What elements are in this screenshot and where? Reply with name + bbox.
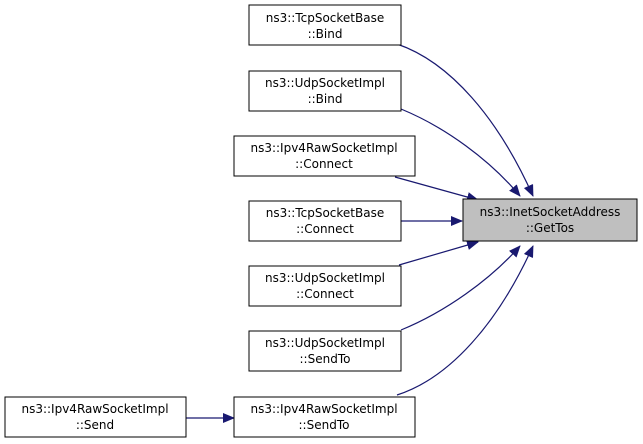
node-tcp-bind-line1: ns3::TcpSocketBase (266, 11, 384, 25)
node-ipv4-send[interactable]: ns3::Ipv4RawSocketImpl ::Send (4, 396, 187, 438)
node-udp-bind-line1: ns3::UdpSocketImpl (265, 76, 385, 90)
node-gettos-line2: ::GetTos (526, 221, 574, 235)
edge-ipv4-sendto-to-gettos (396, 245, 534, 396)
edge-udp-bind-to-gettos (400, 108, 521, 197)
node-udp-bind[interactable]: ns3::UdpSocketImpl ::Bind (248, 70, 402, 112)
node-udp-connect-line1: ns3::UdpSocketImpl (265, 271, 385, 285)
node-ipv4-sendto-line2: ::SendTo (299, 418, 350, 432)
edge-udp-connect-to-gettos (398, 240, 479, 266)
node-ipv4-sendto-line1: ns3::Ipv4RawSocketImpl (250, 402, 397, 416)
node-ipv4-connect-line1: ns3::Ipv4RawSocketImpl (250, 141, 397, 155)
node-ipv4-connect[interactable]: ns3::Ipv4RawSocketImpl ::Connect (233, 135, 416, 177)
node-udp-bind-line2: ::Bind (308, 92, 343, 106)
node-udp-sendto-line2: ::SendTo (300, 352, 351, 366)
node-ipv4-sendto[interactable]: ns3::Ipv4RawSocketImpl ::SendTo (233, 396, 416, 438)
node-tcp-bind[interactable]: ns3::TcpSocketBase ::Bind (248, 4, 402, 46)
node-udp-connect-line2: ::Connect (296, 287, 354, 301)
node-tcp-connect[interactable]: ns3::TcpSocketBase ::Connect (248, 200, 402, 242)
node-udp-sendto-line1: ns3::UdpSocketImpl (265, 336, 385, 350)
node-udp-connect[interactable]: ns3::UdpSocketImpl ::Connect (248, 265, 402, 307)
node-gettos[interactable]: ns3::InetSocketAddress ::GetTos (462, 198, 638, 242)
edge-udp-sendto-to-gettos (400, 245, 521, 331)
node-tcp-bind-line2: ::Bind (308, 27, 343, 41)
edge-ipv4-connect-to-gettos (394, 176, 479, 202)
node-gettos-line1: ns3::InetSocketAddress (480, 205, 621, 219)
node-tcp-connect-line2: ::Connect (296, 222, 354, 236)
edges (186, 43, 534, 423)
node-ipv4-connect-line2: ::Connect (295, 157, 353, 171)
node-ipv4-send-line2: ::Send (76, 418, 114, 432)
edge-tcp-bind-to-gettos (396, 43, 534, 197)
node-udp-sendto[interactable]: ns3::UdpSocketImpl ::SendTo (248, 330, 402, 372)
node-tcp-connect-line1: ns3::TcpSocketBase (266, 206, 384, 220)
node-ipv4-send-line1: ns3::Ipv4RawSocketImpl (21, 402, 168, 416)
